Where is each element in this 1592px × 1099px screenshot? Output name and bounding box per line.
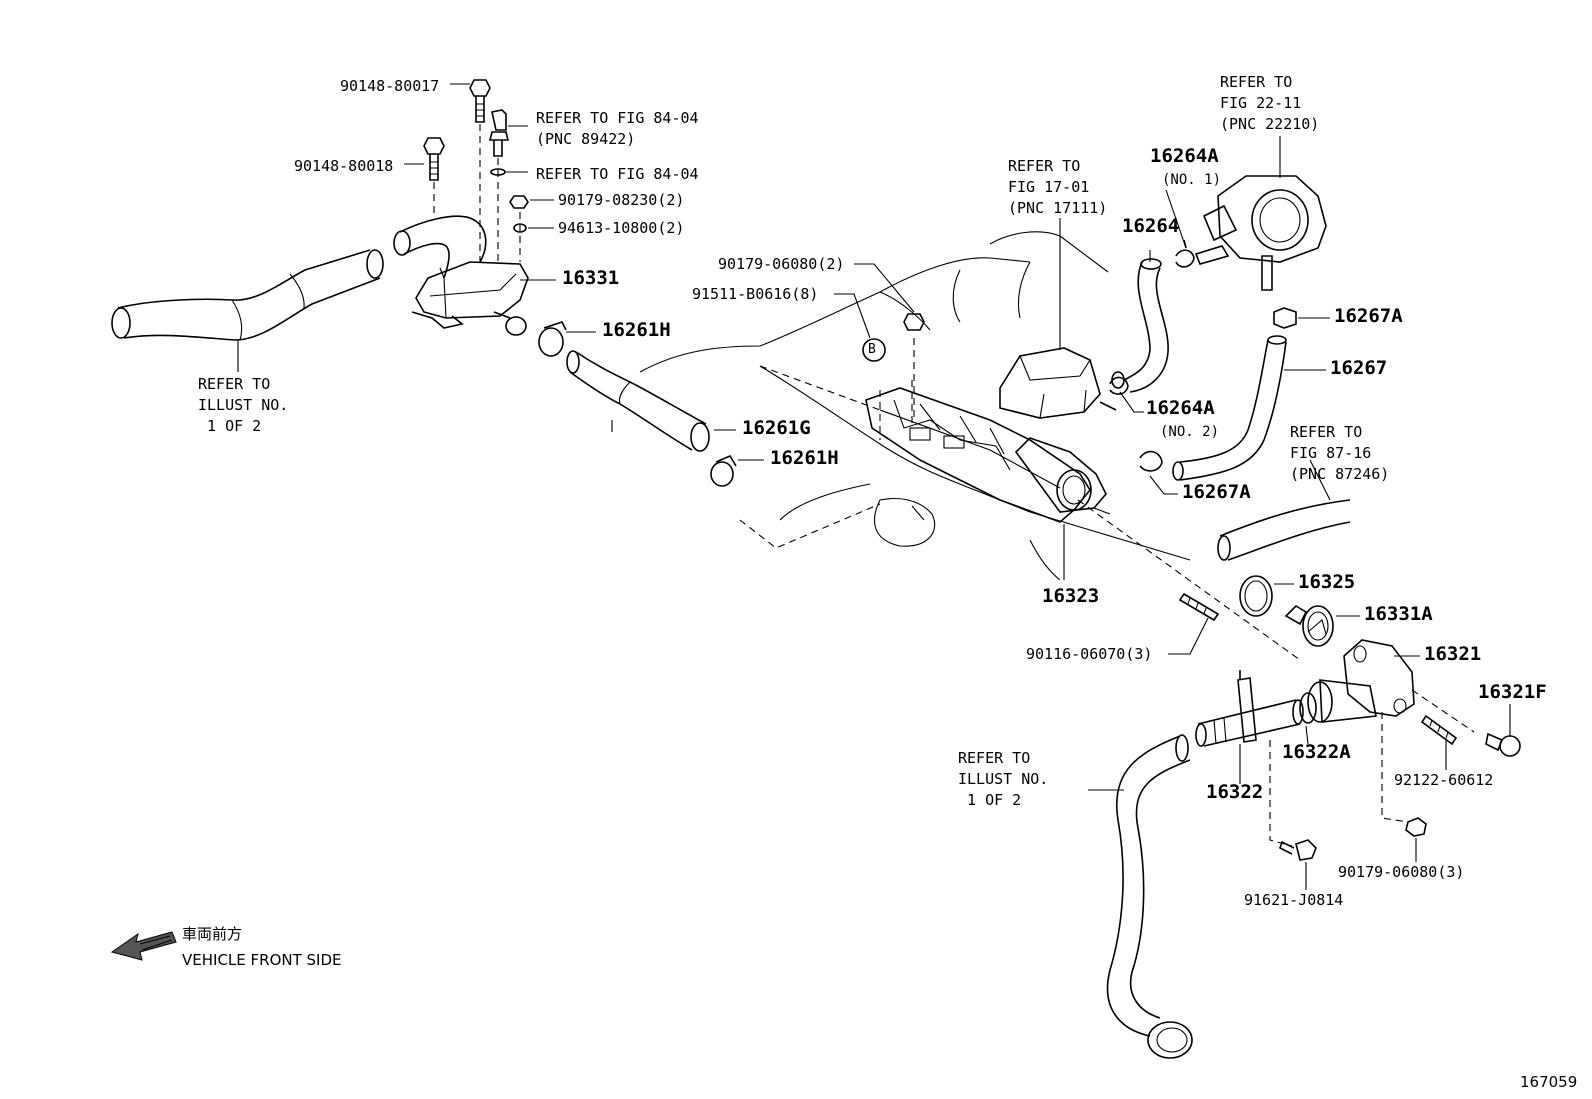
hose-16264 (1123, 258, 1169, 393)
leader-fig87 (1309, 459, 1331, 501)
thermostat-16331A-icon (1284, 604, 1334, 647)
hose-16267 (1172, 335, 1287, 481)
dash-manifold (739, 365, 881, 549)
refer-illust-1-of-2-left: REFER TO ILLUST NO. 1 OF 2 (198, 375, 289, 435)
front-label-japanese: 車両前方 (182, 925, 243, 943)
dash-bolts (879, 380, 913, 440)
leader-06080-2 (854, 263, 915, 313)
part-label-90116-06070[interactable]: 90116-06070(3) (1026, 645, 1153, 663)
temp-sensor-icon (488, 109, 510, 157)
part-label-16264A-no2[interactable]: 16264A (1146, 397, 1215, 419)
lower-radiator-hose (1106, 734, 1193, 1059)
refer-fig-84-04-pnc-89422: REFER TO FIG 84-04 (PNC 89422) (536, 109, 699, 148)
leader-90116 (1168, 617, 1209, 655)
refer-fig-17-01-pnc-17111: REFER TO FIG 17-01 (PNC 17111) (1008, 157, 1108, 217)
hose-clamp-16267A-bottom-icon (1139, 450, 1163, 472)
water-passage-gasket-16323 (865, 387, 1111, 523)
water-inlet-housing-16321 (1307, 639, 1415, 723)
part-label-16261H-top[interactable]: 16261H (602, 319, 671, 341)
refer-fig-87-16-pnc-87246: REFER TO FIG 87-16 (PNC 87246) (1290, 423, 1390, 483)
part-label-91511-B0616[interactable]: 91511-B0616(8) (692, 285, 819, 303)
part-label-16331[interactable]: 16331 (562, 267, 620, 289)
part-label-16321F[interactable]: 16321F (1478, 681, 1547, 703)
part-label-16264[interactable]: 16264 (1122, 215, 1180, 237)
intake-manifold-outline (611, 231, 1191, 561)
part-label-90179-06080-2[interactable]: 90179-06080(2) (718, 255, 845, 273)
part-label-16325[interactable]: 16325 (1298, 571, 1356, 593)
figure-id: 167059 (1520, 1073, 1578, 1091)
hose-clamp-16261H-top-icon (538, 321, 567, 357)
refer-fig-84-04: REFER TO FIG 84-04 (536, 165, 699, 183)
water-inlet-22210 (1194, 175, 1327, 291)
part-label-90148-80017[interactable]: 90148-80017 (340, 77, 440, 95)
hose-clamp-16264A-no2-icon (1109, 376, 1129, 395)
part-label-90148-80018[interactable]: 90148-80018 (294, 157, 394, 175)
nut-90179-06080-icon (903, 313, 925, 331)
part-label-16264A-no1[interactable]: 16264A (1150, 145, 1219, 167)
part-label-90179-08230[interactable]: 90179-08230(2) (558, 191, 685, 209)
front-direction-arrow-icon (110, 931, 177, 961)
dash-sensor (497, 158, 521, 262)
hose-clamp-16267A-top-icon (1273, 307, 1297, 329)
dash-91621 (1269, 740, 1293, 847)
part-label-91621-J0814[interactable]: 91621-J0814 (1244, 891, 1344, 909)
heater-hose-87246 (1217, 499, 1351, 561)
callout-b-label: B (868, 342, 876, 357)
water-pipe-16322 (1195, 670, 1304, 747)
bypass-hose-16261G (566, 350, 710, 452)
water-outlet-16331 (393, 215, 529, 336)
stud-90116-06070-icon (1178, 592, 1220, 622)
leader-16267A-bottom (1149, 475, 1178, 495)
nut-90179-08230-icon (509, 195, 529, 209)
part-label-16331A[interactable]: 16331A (1364, 603, 1433, 625)
bleeder-plug-16321F-icon (1485, 732, 1521, 757)
bolt-91621-J0814-icon (1279, 839, 1317, 861)
nut-90179-06080-3-icon (1405, 817, 1427, 837)
label-no2: (NO. 2) (1160, 424, 1220, 440)
front-label-english: VEHICLE FRONT SIDE (182, 951, 342, 969)
refer-illust-1-of-2-right: REFER TO ILLUST NO. 1 OF 2 (958, 749, 1049, 809)
bolt-90148-80017-icon (469, 79, 491, 123)
leader-b0616 (834, 293, 871, 339)
part-label-16322[interactable]: 16322 (1206, 781, 1264, 803)
part-label-16323[interactable]: 16323 (1042, 585, 1100, 607)
part-label-94613-10800[interactable]: 94613-10800(2) (558, 219, 685, 237)
bolt-90148-80018-icon (423, 137, 445, 181)
part-label-16261G[interactable]: 16261G (742, 417, 811, 439)
refer-fig-22-11-pnc-22210: REFER TO FIG 22-11 (PNC 22210) (1220, 73, 1320, 133)
leader-16264A-no1 (1165, 189, 1187, 249)
leader-16264A-no2 (1119, 391, 1144, 413)
part-label-16267A-bottom[interactable]: 16267A (1182, 481, 1251, 503)
stud-92122-60612-icon (1420, 714, 1458, 746)
o-ring-16322A-icon (1299, 692, 1317, 724)
dash-16321F (1411, 689, 1475, 733)
hose-clamp-16261H-bottom-icon (710, 454, 737, 487)
throttle-body-ref (999, 347, 1125, 419)
gasket-16325-icon (1239, 575, 1273, 617)
part-label-16267A-top[interactable]: 16267A (1334, 305, 1403, 327)
part-label-16321[interactable]: 16321 (1424, 643, 1482, 665)
part-label-92122-60612[interactable]: 92122-60612 (1394, 771, 1494, 789)
part-label-16322A[interactable]: 16322A (1282, 741, 1351, 763)
left-radiator-hose (111, 249, 384, 341)
part-label-90179-06080-3[interactable]: 90179-06080(3) (1338, 863, 1465, 881)
dash-06080-3 (1381, 712, 1409, 823)
part-label-16261H-bottom[interactable]: 16261H (770, 447, 839, 469)
dash-axis (1077, 499, 1301, 661)
part-label-16267[interactable]: 16267 (1330, 357, 1388, 379)
leader-16323b (1029, 539, 1061, 581)
leader-16322A (1305, 725, 1309, 745)
label-no1: (NO. 1) (1162, 172, 1222, 188)
callout-b-marker (862, 338, 886, 362)
